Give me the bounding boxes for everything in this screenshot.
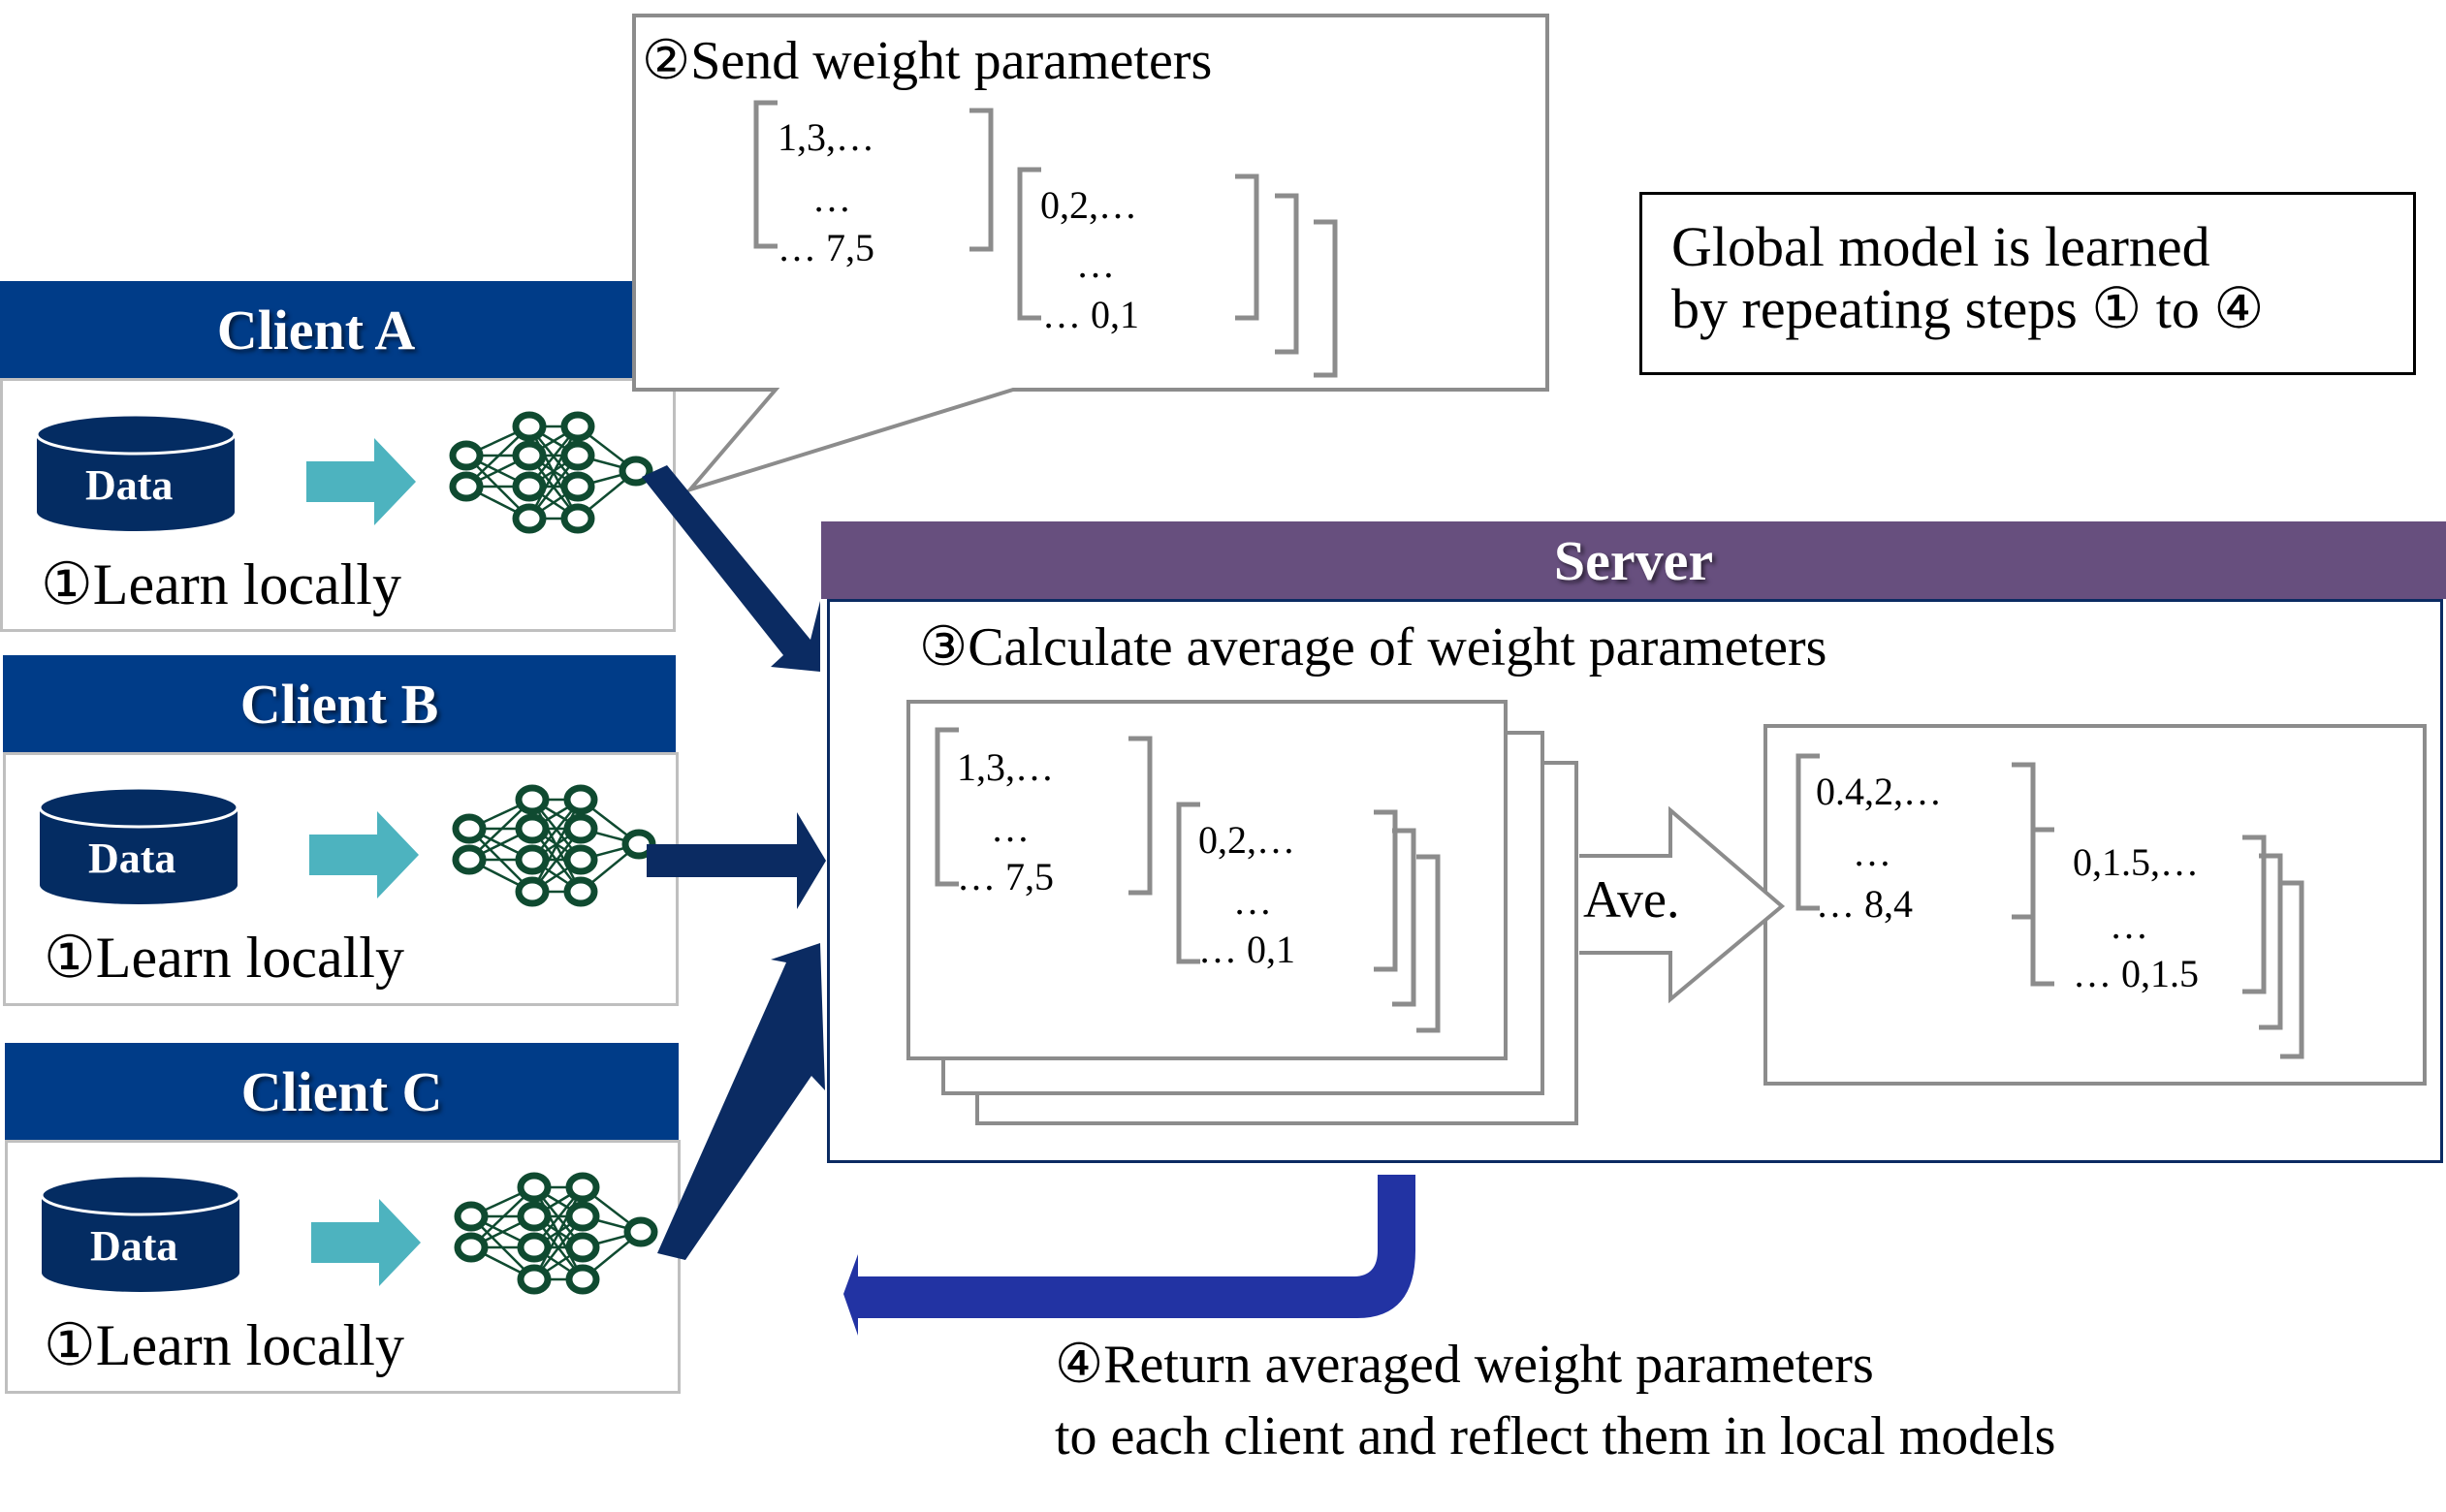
global-note-box: Global model is learned by repeating ste… <box>1639 192 2416 375</box>
client-c-step-label: ①Learn locally <box>44 1313 404 1377</box>
callout-bubble <box>632 14 1549 493</box>
server-header: Server <box>821 521 2446 599</box>
global-note-line2: by repeating steps ① to ④ <box>1671 276 2265 340</box>
input-matrix1-row1: 1,3,… <box>957 745 1054 789</box>
output-matrix1-row3: … 8,4 <box>1816 882 1913 926</box>
return-step-line2: to each client and reflect them in local… <box>1055 1406 2056 1466</box>
bracket-right <box>2012 762 2036 920</box>
bracket-right <box>2259 853 2283 1030</box>
return-step-line1: ④Return averaged weight parameters <box>1055 1335 1874 1395</box>
input-matrix2-row2: … <box>1233 879 1272 923</box>
bracket-right <box>1314 219 1338 378</box>
client-b-step-label: ①Learn locally <box>44 926 404 990</box>
client-b-header: Client B <box>3 655 676 752</box>
server-step-label: ③Calculate average of weight parameters <box>919 617 1827 677</box>
result-card <box>1763 724 2427 1086</box>
client-c-to-server-arrow <box>657 943 825 1260</box>
average-label: Ave. <box>1583 870 1680 929</box>
output-matrix2-row2: … <box>2110 903 2148 947</box>
bracket-left <box>2030 827 2054 987</box>
bracket-right <box>1235 173 1259 321</box>
bracket-left <box>1795 753 1820 911</box>
bracket-right <box>2242 835 2267 994</box>
client-c-data-label: Data <box>90 1222 178 1270</box>
neural-network-icon <box>453 415 650 530</box>
bracket-right <box>1128 736 1153 896</box>
bracket-left <box>1176 802 1200 964</box>
callout-matrix1-row2: … <box>812 176 851 220</box>
output-matrix2-row1: 0,1.5,… <box>2073 840 2199 884</box>
neural-network-icon <box>456 788 652 903</box>
global-note-line1: Global model is learned <box>1671 215 2210 278</box>
callout-title: ②Send weight parameters <box>642 31 1213 91</box>
client-b-to-server-arrow <box>647 812 826 909</box>
callout-matrix2-row1: 0,2,… <box>1040 183 1137 227</box>
output-matrix2-row3: … 0,1.5 <box>2073 952 2199 995</box>
average-arrow <box>1579 805 1786 1004</box>
client-c-header: Client C <box>5 1043 679 1140</box>
input-matrix2-row1: 0,2,… <box>1198 818 1295 862</box>
bracket-right <box>1374 809 1398 972</box>
input-matrix1-row2: … <box>991 806 1030 850</box>
callout-matrix2-row3: … 0,1 <box>1042 293 1139 336</box>
callout-matrix2-row2: … <box>1076 242 1115 286</box>
client-a-data-label: Data <box>85 461 174 509</box>
input-matrix1-row3: … 7,5 <box>957 855 1054 898</box>
bracket-right <box>1416 854 1441 1033</box>
right-arrow-icon <box>306 438 416 525</box>
right-arrow-icon <box>309 811 419 898</box>
bracket-right <box>969 108 994 252</box>
neural-network-icon <box>458 1176 654 1291</box>
output-matrix1-row2: … <box>1853 831 1891 874</box>
bracket-left <box>935 727 959 887</box>
output-matrix1-row1: 0.4,2,… <box>1816 770 1942 813</box>
input-card-front <box>906 700 1508 1060</box>
right-arrow-icon <box>311 1199 421 1286</box>
client-b-data-label: Data <box>88 835 176 882</box>
bracket-right <box>1275 193 1299 355</box>
bracket-left <box>753 100 778 249</box>
callout-matrix1-row3: … 7,5 <box>778 226 874 269</box>
client-a-step-label: ①Learn locally <box>41 552 401 616</box>
input-matrix2-row3: … 0,1 <box>1198 928 1295 971</box>
client-a-header: Client A <box>0 281 632 378</box>
bracket-right <box>2280 880 2304 1059</box>
callout-matrix1-row1: 1,3,… <box>778 115 874 159</box>
bracket-left <box>1017 167 1041 321</box>
bracket-right <box>1392 828 1416 1007</box>
client-a-to-server-arrow <box>642 465 820 672</box>
matrix-brackets <box>753 100 2304 1059</box>
return-arrow <box>843 1175 1415 1336</box>
